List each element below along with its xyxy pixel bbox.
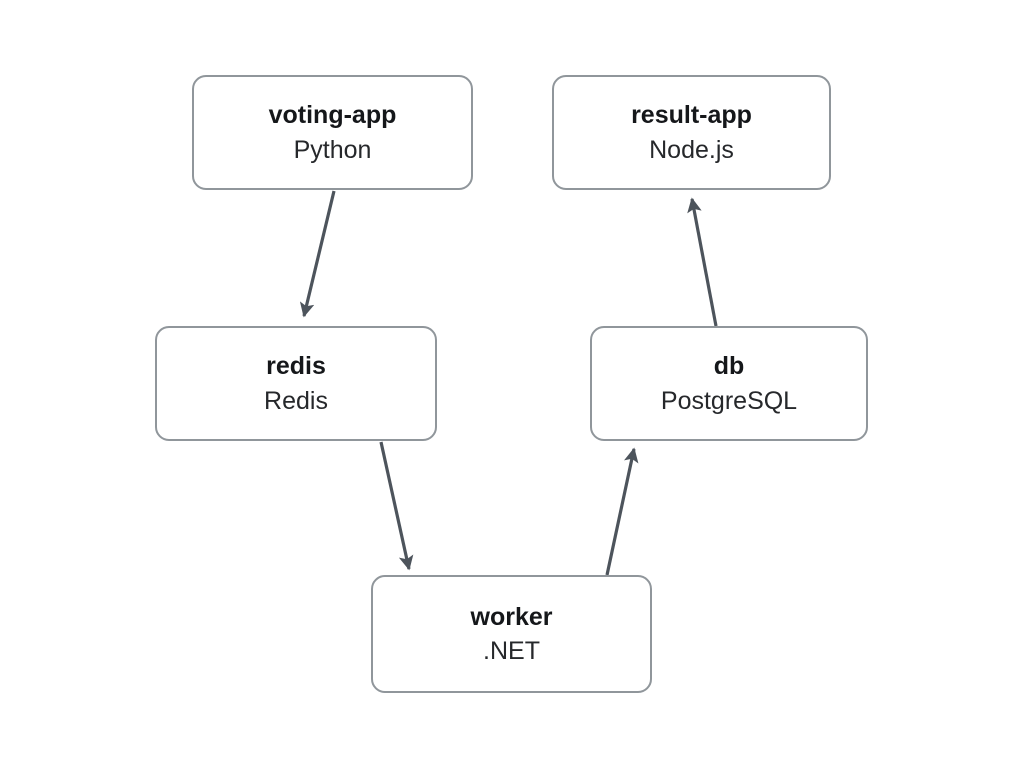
node-result-app-title: result-app [631, 101, 752, 129]
node-voting-app-title: voting-app [268, 101, 397, 129]
node-db-title: db [713, 352, 745, 380]
node-result-app-subtitle: Node.js [649, 135, 734, 164]
node-worker-subtitle: .NET [483, 637, 540, 665]
node-redis: redis Redis [155, 326, 437, 441]
node-voting-app: voting-app Python [192, 75, 473, 190]
node-db: db PostgreSQL [590, 326, 868, 441]
node-redis-subtitle: Redis [264, 386, 328, 415]
node-worker-title: worker [470, 602, 553, 631]
edge-db-to-result-app [687, 197, 718, 327]
edge-voting-app-to-redis [299, 190, 336, 318]
node-db-subtitle: PostgreSQL [660, 386, 798, 415]
node-redis-title: redis [266, 352, 326, 380]
edge-worker-to-db [605, 447, 639, 576]
node-worker: worker .NET [371, 575, 652, 693]
node-voting-app-subtitle: Python [293, 135, 372, 164]
node-result-app: result-app Node.js [552, 75, 831, 190]
edge-redis-to-worker [379, 441, 414, 571]
